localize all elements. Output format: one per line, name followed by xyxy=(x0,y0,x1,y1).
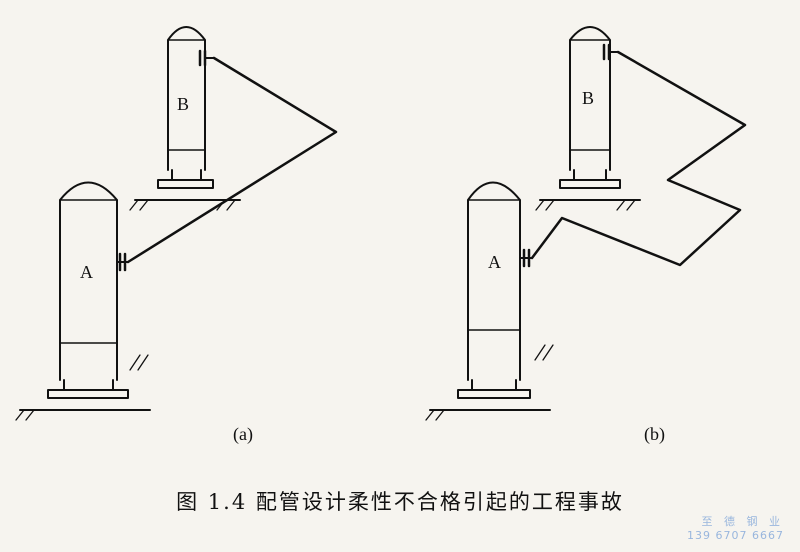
vessel-b-a xyxy=(129,26,241,211)
vessel-b-label-b: B xyxy=(582,88,594,108)
pipe-a xyxy=(126,56,338,264)
figure-caption: 图 1.4 配管设计柔性不合格引起的工程事故 xyxy=(176,490,624,514)
vessel-a-a xyxy=(15,181,151,421)
panel-b-label: (b) xyxy=(644,424,665,445)
watermark: 至 德 钢 业 139 6707 6667 xyxy=(687,513,784,542)
vessel-a-label-b: A xyxy=(488,252,501,272)
pipe-b xyxy=(530,50,747,267)
vessel-a-b xyxy=(425,181,554,421)
watermark-phone: 139 6707 6667 xyxy=(687,529,784,542)
panel-b xyxy=(425,26,747,421)
vessel-b-b xyxy=(535,26,641,211)
vessel-a-label-a: A xyxy=(80,262,93,282)
panel-a-label: (a) xyxy=(233,424,253,445)
vessel-b-label-a: B xyxy=(177,94,189,114)
watermark-name: 至 德 钢 业 xyxy=(701,515,784,528)
panel-a xyxy=(15,26,338,421)
